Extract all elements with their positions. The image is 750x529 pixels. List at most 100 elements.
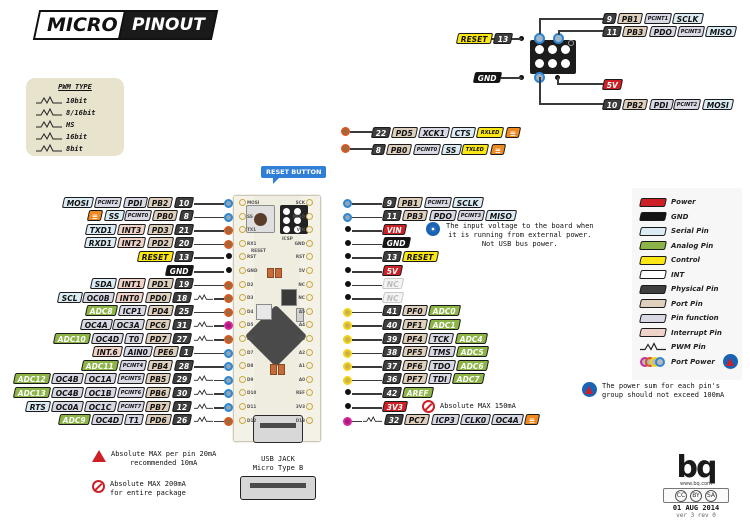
pin-pad-blk[interactable] — [226, 267, 232, 273]
badge-adc13: ADC13 — [13, 386, 52, 398]
pin-pad-blue[interactable] — [224, 348, 233, 358]
lead-line — [352, 393, 382, 395]
badge-tdo: TDO — [428, 359, 457, 371]
badge--: ≡ — [87, 210, 104, 222]
pin-pad-org[interactable] — [224, 307, 233, 317]
pwm-legend-label: 16bit — [66, 132, 88, 141]
crystal — [281, 289, 297, 306]
badge-3v3: 3V3 — [381, 400, 409, 412]
pin-row-3v3: 3V3 — [381, 400, 409, 412]
pin-pad-yel[interactable] — [343, 362, 352, 372]
board-hole — [306, 253, 313, 261]
pin-pad-blue[interactable] — [224, 375, 233, 385]
legend-swatch — [639, 284, 667, 294]
pin-pad-blk[interactable] — [345, 253, 351, 260]
no-entry-icon — [422, 400, 435, 413]
board-hole — [239, 253, 246, 261]
legend-swatch — [639, 255, 667, 265]
badge-10: 10 — [173, 196, 195, 208]
pin-pad-blk[interactable] — [345, 267, 351, 273]
pin-pad-blk[interactable] — [345, 389, 351, 396]
pin-pad-blk[interactable] — [345, 294, 351, 301]
badge: 10 — [601, 98, 623, 110]
lead-line — [194, 311, 224, 314]
badge-29: 29 — [171, 373, 193, 385]
board-hole — [306, 389, 313, 397]
board-hole — [306, 321, 313, 329]
pin-pad-org[interactable] — [341, 144, 350, 153]
badge-12: 12 — [171, 400, 193, 412]
pin-pad-mag[interactable] — [224, 321, 233, 331]
pin-pad-org[interactable] — [224, 335, 233, 344]
icsp-pin — [283, 226, 290, 233]
lead-line — [194, 243, 224, 246]
board-silk-icsp: ICSP — [282, 236, 293, 241]
badge-36: 36 — [381, 373, 403, 385]
lead-line — [352, 298, 382, 300]
badge-18: 18 — [171, 291, 193, 303]
logo-pinout: PINOUT — [117, 10, 219, 40]
badge-22: 22 — [370, 126, 392, 138]
lead-line — [490, 77, 522, 79]
badge-pc7: PC7 — [404, 414, 431, 426]
board-silk-label: A1 — [298, 363, 305, 369]
board-silk-label: RST — [247, 254, 257, 260]
pin-pad-blue[interactable] — [224, 389, 233, 399]
lead-line — [539, 103, 604, 105]
board-silk-label: MISO — [292, 213, 305, 219]
pin-pad-blue[interactable] — [224, 212, 233, 222]
eye-icon — [426, 222, 440, 236]
pin-pad-org[interactable] — [224, 294, 233, 304]
pin-pad-blue[interactable] — [343, 212, 352, 222]
badge: 5V — [601, 78, 624, 90]
badge-pb7: PB7 — [144, 400, 172, 412]
pin-pad-blue[interactable] — [224, 362, 233, 372]
pin-pad-mag[interactable] — [343, 416, 352, 426]
legend-swatch — [639, 270, 667, 279]
badge-pcint0: PCINT0 — [123, 210, 153, 222]
badge-oc1b: OC1B — [83, 386, 118, 398]
pin-pad-org[interactable] — [341, 127, 350, 136]
pin-pad-org[interactable] — [224, 239, 233, 249]
pin-pad-blue[interactable] — [224, 403, 233, 412]
badge-adc8: ADC8 — [84, 305, 118, 317]
warning-per-pin: Absolute MAX per pin 20mA recommended 10… — [92, 450, 216, 468]
badge-adc12: ADC12 — [12, 373, 52, 385]
lead-line — [352, 284, 382, 287]
icsp-header-onboard — [280, 205, 308, 234]
pin-pad-yel[interactable] — [343, 375, 352, 385]
pin-pad-blk[interactable] — [345, 226, 351, 233]
pin-pad-org[interactable] — [224, 416, 233, 426]
pin-pad-org[interactable] — [224, 280, 233, 290]
pin-pad-blue[interactable] — [343, 199, 352, 208]
pin-pad-blk[interactable] — [345, 239, 351, 246]
pin-pad-yel[interactable] — [343, 348, 352, 358]
pin-pad-blk[interactable] — [226, 253, 232, 260]
reset-button[interactable] — [246, 205, 275, 233]
pin-pad-blue[interactable] — [224, 199, 233, 208]
badge-1: 1 — [178, 346, 195, 358]
board-hole — [239, 335, 246, 342]
pin-pad-org[interactable] — [224, 226, 233, 236]
badge-adc9: ADC9 — [58, 414, 92, 426]
pin-pad-yel[interactable] — [343, 335, 352, 344]
pin-pad-blk[interactable] — [345, 403, 351, 409]
vin-note: The input voltage to the board when it i… — [426, 222, 594, 249]
pin-pad-yel[interactable] — [343, 307, 352, 317]
board-silk-label: D9 — [247, 376, 254, 382]
pwm-wave-icon — [36, 120, 62, 129]
icsp-orientation-mark — [568, 40, 574, 46]
pin-pad-yel[interactable] — [343, 321, 352, 331]
pwm-wave-icon — [194, 375, 213, 382]
board-silk-label: 5V — [298, 268, 305, 273]
pin-pad-blk[interactable] — [345, 280, 351, 287]
board-right-edge — [300, 196, 320, 441]
badge-pd6: PD6 — [144, 414, 172, 426]
